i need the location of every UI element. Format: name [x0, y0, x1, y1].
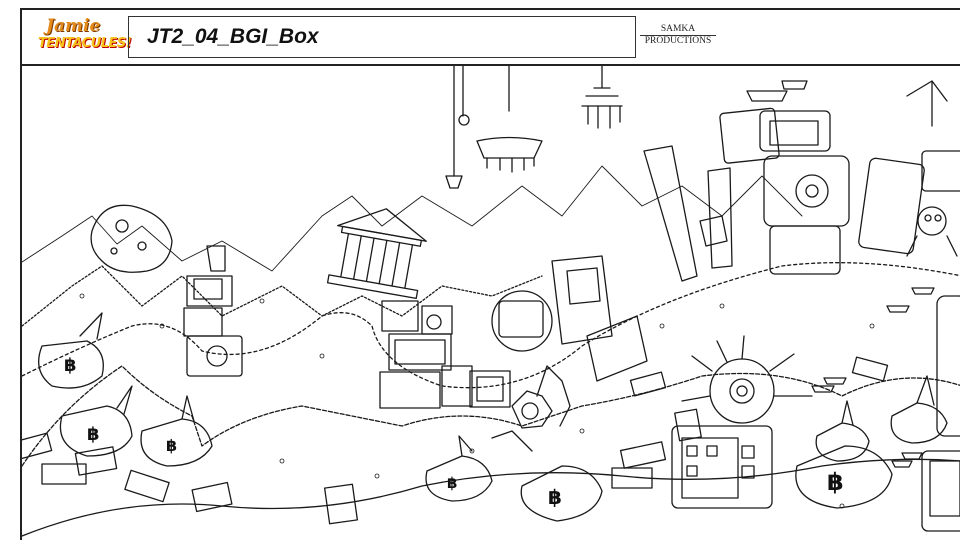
money-bag-symbol: ฿ — [64, 355, 77, 376]
hanging-lamps — [445, 66, 623, 189]
logo-line-1: Jamie — [46, 16, 101, 36]
line-art: ฿ ฿ ฿ ฿ ฿ ฿ — [22, 66, 960, 537]
money-bag-symbol: ฿ — [166, 436, 177, 455]
gold-bar-icon — [811, 287, 935, 468]
spiked-mine-icon — [681, 335, 813, 424]
banknote-icon — [22, 356, 889, 525]
safe-stack-right — [719, 80, 960, 275]
distant-mountains — [22, 165, 803, 272]
money-bag-icon-5: ฿ — [520, 465, 603, 522]
studio-line-2: PRODUCTIONS — [644, 36, 712, 46]
safe-stack-left — [183, 245, 243, 377]
safe-icon-2 — [769, 225, 841, 275]
money-bag-symbol: ฿ — [87, 424, 100, 445]
header-bar: Jamie TENTACULES! JT2_04_BGI_Box SAMKA P… — [20, 8, 960, 66]
money-bag-symbol: ฿ — [827, 468, 844, 496]
money-bag-symbol: ฿ — [447, 474, 457, 492]
pebbles — [79, 293, 875, 509]
sheet-title: JT2_04_BGI_Box — [147, 25, 319, 48]
money-bag-icon-3: ฿ — [140, 395, 213, 467]
near-hills — [22, 365, 960, 467]
robot-figure — [906, 206, 958, 257]
money-bag-icon: ฿ — [38, 312, 104, 389]
money-bag-icon-6: ฿ — [795, 445, 893, 509]
tv-pile — [379, 255, 648, 409]
show-logo: Jamie TENTACULES! — [36, 14, 132, 66]
bank-temple-icon — [326, 208, 427, 300]
studio-credit: SAMKA PRODUCTIONS — [640, 24, 716, 47]
logo-line-2: TENTACULES! — [38, 36, 132, 51]
mid-hills — [22, 265, 543, 327]
chandelier-icon — [476, 136, 543, 173]
money-bag-symbol: ฿ — [548, 485, 562, 509]
money-bag-icon-4: ฿ — [425, 435, 493, 502]
money-bag-icon-7 — [815, 400, 870, 462]
studio-line-1: SAMKA — [640, 24, 716, 36]
safe-icon-3 — [186, 335, 243, 377]
tv-icon — [381, 300, 419, 332]
safe-icon-4 — [671, 425, 773, 509]
ground-line — [22, 458, 960, 537]
cracked-moon-icon — [90, 204, 173, 273]
chandelier-small-icon — [581, 87, 623, 129]
tilted-monoliths — [643, 145, 733, 282]
foreground-ground — [22, 262, 960, 389]
arcade-cabinet-icon — [551, 255, 613, 345]
money-bag-icon-8 — [890, 375, 948, 444]
title-box: JT2_04_BGI_Box — [128, 16, 636, 58]
character-on-throne — [491, 365, 571, 452]
crate-icon — [921, 295, 960, 532]
money-bag-icon-2: ฿ — [59, 385, 133, 457]
background-artwork: ฿ ฿ ฿ ฿ ฿ ฿ — [20, 66, 960, 540]
